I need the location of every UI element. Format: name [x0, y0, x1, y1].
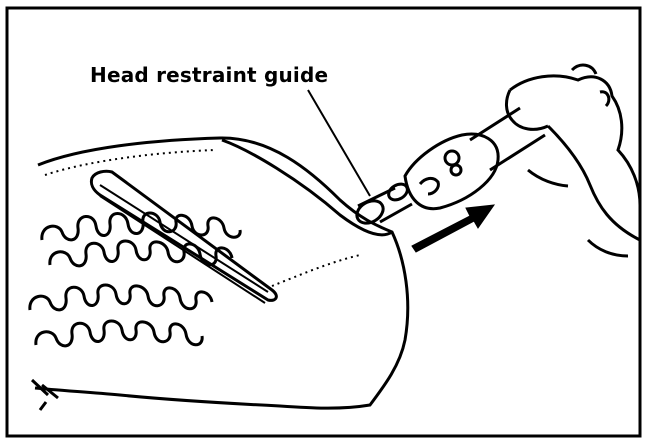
seat-top-seam	[44, 149, 216, 176]
seat-corner-mark	[30, 378, 59, 411]
seat-upper-contour	[221, 138, 393, 237]
seat-springs	[28, 211, 242, 348]
figure-border	[5, 6, 642, 438]
head-restraint-bar	[89, 169, 278, 302]
pull-direction-arrow-icon	[411, 204, 496, 253]
head-restraint-guide-icon	[355, 182, 413, 225]
pliers-tool-icon	[403, 106, 546, 211]
callout-label-head-restraint-guide: Head restraint guide	[90, 63, 329, 87]
callout-leader-line	[307, 89, 371, 197]
seat-back-outline	[34, 136, 410, 410]
hand-illustration	[505, 63, 642, 258]
seat-side-seam	[271, 254, 361, 287]
head-restraint-bar-inner-line	[99, 184, 269, 293]
